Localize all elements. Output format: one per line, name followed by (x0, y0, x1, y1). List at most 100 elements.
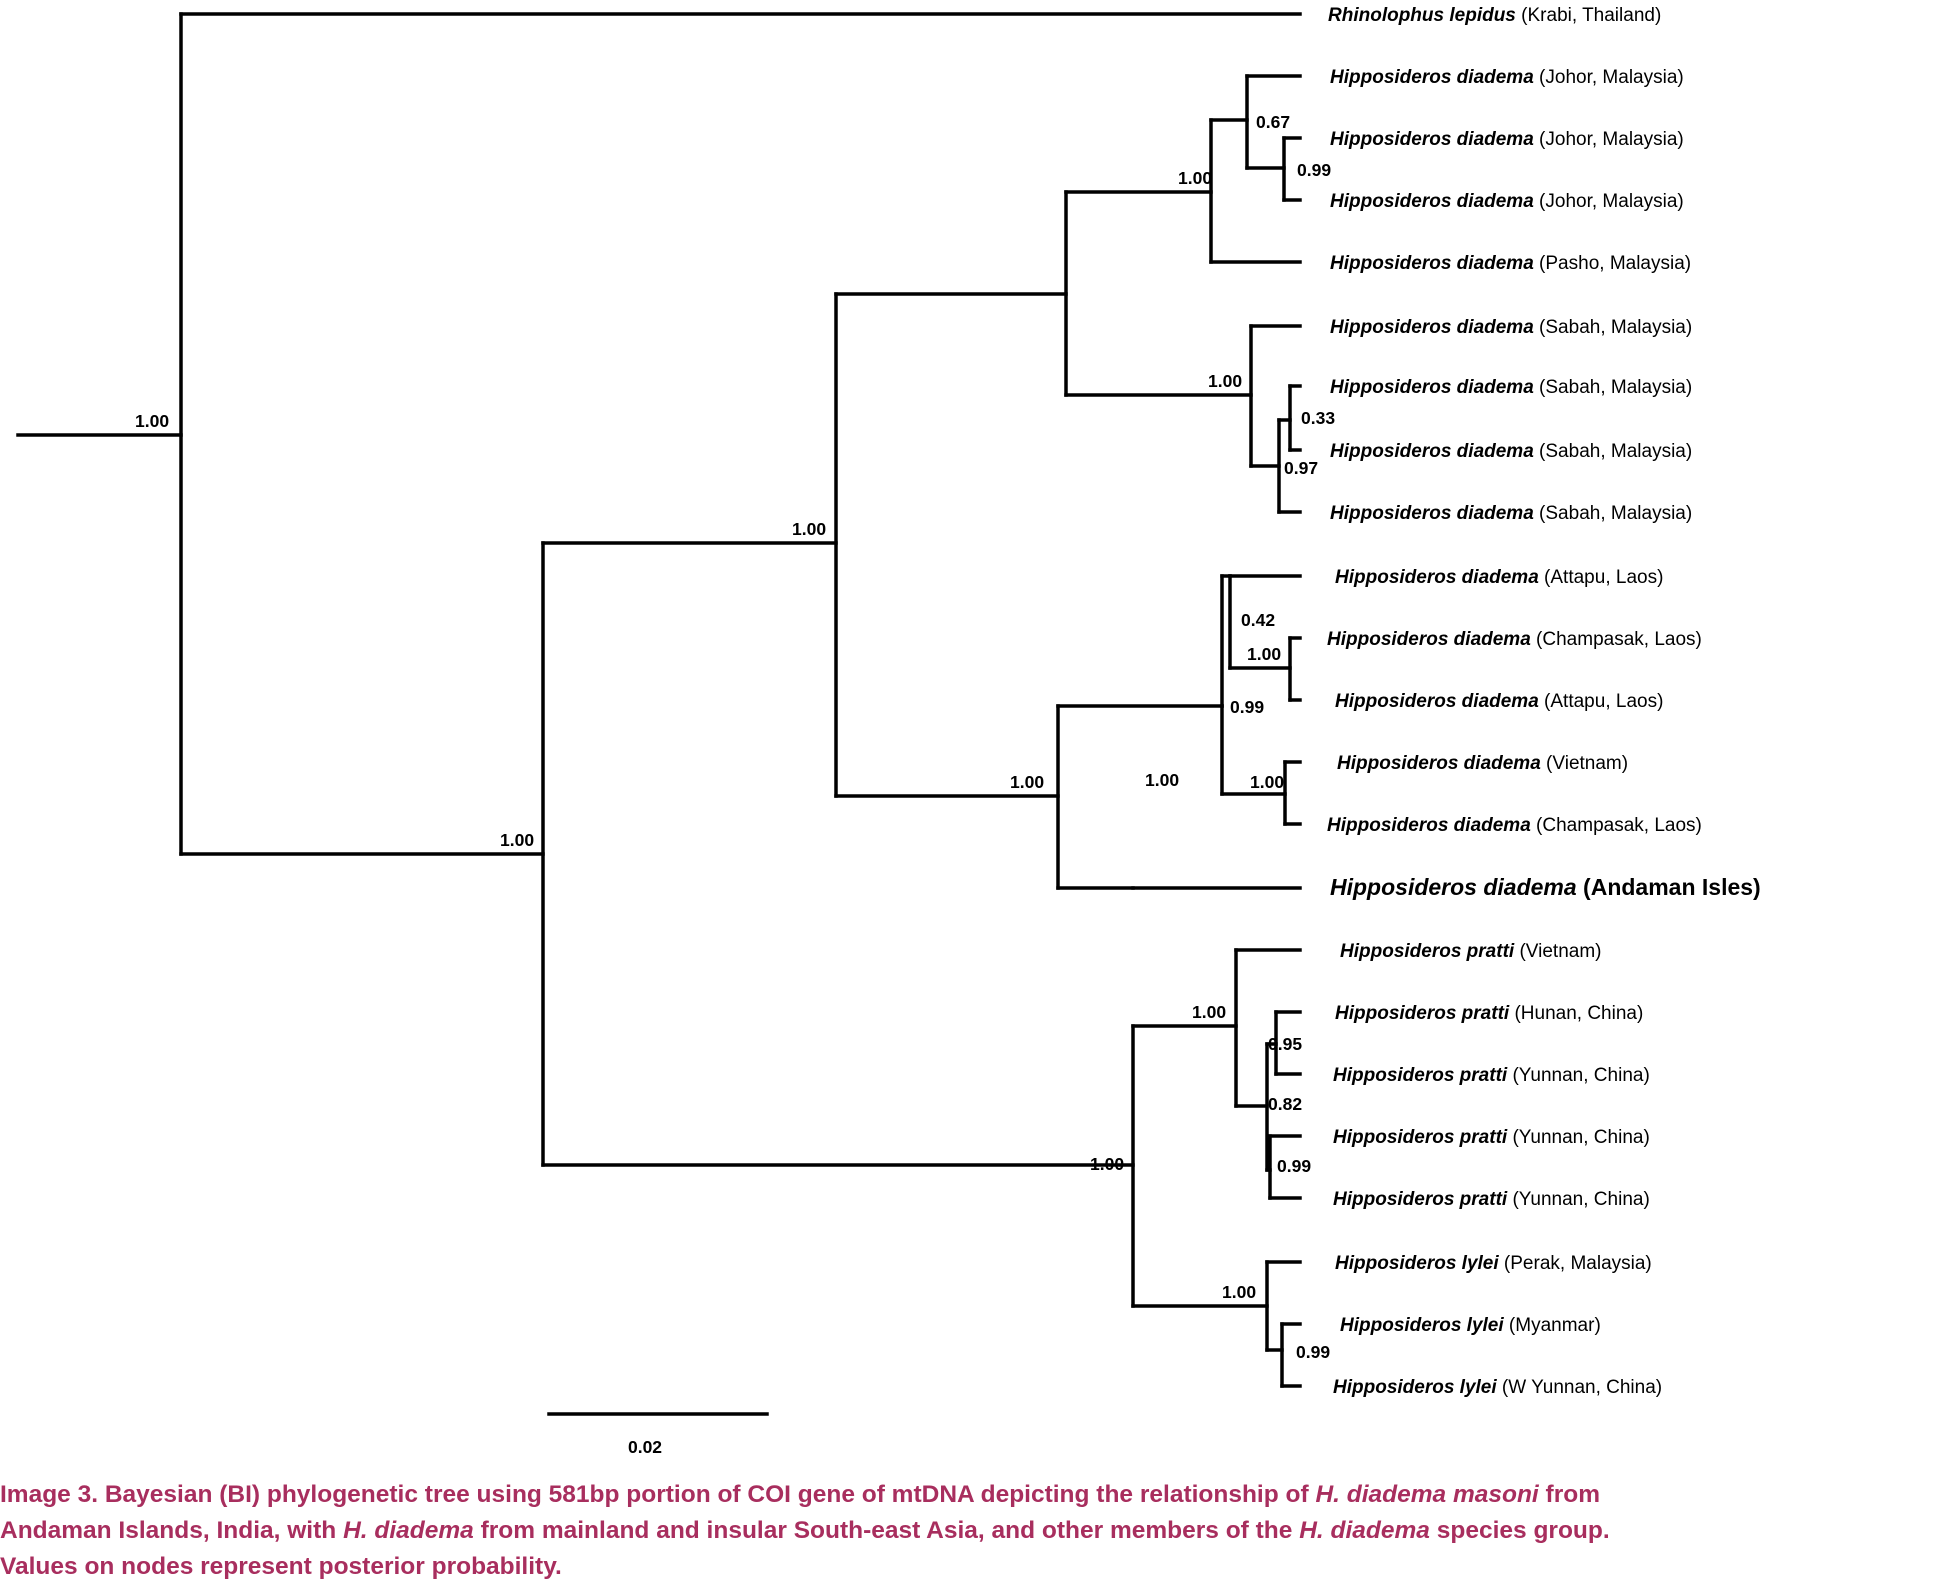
tip-label: Hipposideros pratti (Yunnan, China) (1333, 1189, 1650, 1210)
species-name: Hipposideros pratti (1333, 1189, 1508, 1210)
species-name: Hipposideros diadema (1330, 874, 1577, 900)
species-name: Hipposideros diadema (1327, 815, 1531, 836)
caption-line-2: Andaman Islands, India, with H. diadema … (0, 1513, 1948, 1549)
species-name: Rhinolophus lepidus (1328, 5, 1516, 26)
locality: (Champasak, Laos) (1531, 815, 1702, 836)
tip-label: Hipposideros diadema (Johor, Malaysia) (1330, 67, 1684, 88)
node-support-label: 1.00 (1247, 644, 1281, 664)
species-name: Hipposideros pratti (1335, 1003, 1510, 1024)
tip-label: Hipposideros lylei (Perak, Malaysia) (1335, 1253, 1652, 1274)
locality: (Perak, Malaysia) (1499, 1253, 1652, 1274)
caption-italic: H. diadema (343, 1517, 474, 1544)
caption-italic: H. diadema (1299, 1517, 1430, 1544)
caption-text: Andaman Islands, India, with (0, 1517, 344, 1544)
caption-line-1: Image 3. Bayesian (BI) phylogenetic tree… (0, 1477, 1948, 1513)
caption-text: from mainland and insular South-east Asi… (473, 1517, 1300, 1544)
node-support-label: 0.97 (1284, 458, 1318, 478)
node-support-label: 1.00 (1192, 1002, 1226, 1022)
tip-labels: Rhinolophus lepidus (Krabi, Thailand) Hip… (1327, 5, 1761, 1398)
node-support-label: 1.00 (1145, 770, 1179, 790)
species-name: Hipposideros diadema (1330, 67, 1534, 88)
node-support-label: 1.00 (792, 519, 826, 539)
node-support-label: 1.00 (135, 411, 169, 431)
tip-label: Hipposideros diadema (Champasak, Laos) (1327, 629, 1702, 650)
tip-label: Hipposideros pratti (Hunan, China) (1335, 1003, 1643, 1024)
tip-label: Hipposideros diadema (Sabah, Malaysia) (1330, 317, 1692, 338)
node-support-label: 0.95 (1268, 1034, 1302, 1054)
caption-text: species group. (1429, 1517, 1610, 1544)
figure-caption: Image 3. Bayesian (BI) phylogenetic tree… (0, 1477, 1948, 1585)
locality: (Johor, Malaysia) (1534, 129, 1684, 150)
tip-label: Hipposideros diadema (Andaman Isles) (1330, 874, 1761, 900)
species-name: Hipposideros diadema (1337, 753, 1541, 774)
node-support-label: 0.42 (1241, 610, 1275, 630)
node-support-label: 1.00 (1250, 772, 1284, 792)
locality: (Hunan, China) (1509, 1003, 1643, 1024)
scale-bar: 0.02 (547, 1412, 769, 1457)
scale-bar-label: 0.02 (628, 1437, 662, 1457)
tip-label: Hipposideros pratti (Yunnan, China) (1333, 1127, 1650, 1148)
locality: (Sabah, Malaysia) (1534, 317, 1692, 338)
species-name: Hipposideros pratti (1333, 1065, 1508, 1086)
node-support-label: 0.99 (1297, 160, 1331, 180)
tree-branches (16, 12, 1302, 1388)
locality: (Andaman Isles) (1577, 874, 1761, 900)
node-support-label: 0.33 (1301, 408, 1335, 428)
locality: (Myanmar) (1504, 1315, 1601, 1336)
locality: (Attapu, Laos) (1539, 691, 1664, 712)
locality: (Attapu, Laos) (1539, 567, 1664, 588)
locality: (Krabi, Thailand) (1516, 5, 1661, 26)
node-support-label: 1.00 (1090, 1154, 1124, 1174)
node-support-label: 0.99 (1230, 697, 1264, 717)
node-support-values: 1.00 1.00 1.00 1.00 1.00 0.67 0.99 1.00 0.33 0.97… (135, 112, 1335, 1362)
node-support-label: 1.00 (1010, 772, 1044, 792)
species-name: Hipposideros pratti (1340, 941, 1515, 962)
tip-label: Hipposideros pratti (Yunnan, China) (1333, 1065, 1650, 1086)
locality: (Johor, Malaysia) (1534, 67, 1684, 88)
locality: (Sabah, Malaysia) (1534, 377, 1692, 398)
species-name: Hipposideros diadema (1330, 503, 1534, 524)
locality: (Sabah, Malaysia) (1534, 441, 1692, 462)
species-name: Hipposideros diadema (1327, 629, 1531, 650)
species-name: Hipposideros diadema (1330, 191, 1534, 212)
species-name: Hipposideros lylei (1333, 1377, 1497, 1398)
tip-label: Hipposideros diadema (Attapu, Laos) (1335, 567, 1663, 588)
species-name: Hipposideros pratti (1333, 1127, 1508, 1148)
tip-label: Rhinolophus lepidus (Krabi, Thailand) (1328, 5, 1661, 26)
locality: (Champasak, Laos) (1531, 629, 1702, 650)
node-support-label: 1.00 (1222, 1282, 1256, 1302)
node-support-label: 0.99 (1277, 1156, 1311, 1176)
tip-label: Hipposideros diadema (Johor, Malaysia) (1330, 129, 1684, 150)
tip-label: Hipposideros diadema (Sabah, Malaysia) (1330, 377, 1692, 398)
locality: (Johor, Malaysia) (1534, 191, 1684, 212)
tip-label: Hipposideros diadema (Attapu, Laos) (1335, 691, 1663, 712)
node-support-label: 0.67 (1256, 112, 1290, 132)
species-name: Hipposideros diadema (1330, 317, 1534, 338)
tip-label: Hipposideros diadema (Pasho, Malaysia) (1330, 253, 1691, 274)
species-name: Hipposideros lylei (1340, 1315, 1504, 1336)
tip-label: Hipposideros diadema (Champasak, Laos) (1327, 815, 1702, 836)
node-support-label: 0.99 (1296, 1342, 1330, 1362)
locality: (Sabah, Malaysia) (1534, 503, 1692, 524)
species-name: Hipposideros diadema (1330, 441, 1534, 462)
tip-label: Hipposideros lylei (W Yunnan, China) (1333, 1377, 1662, 1398)
species-name: Hipposideros lylei (1335, 1253, 1499, 1274)
tip-label: Hipposideros diadema (Sabah, Malaysia) (1330, 441, 1692, 462)
tip-label: Hipposideros diadema (Johor, Malaysia) (1330, 191, 1684, 212)
phylogenetic-tree: Rhinolophus lepidus (Krabi, Thailand) Hip… (16, 5, 1761, 1457)
tip-label: Hipposideros pratti (Vietnam) (1340, 941, 1601, 962)
locality: (Pasho, Malaysia) (1534, 253, 1691, 274)
species-name: Hipposideros diadema (1330, 129, 1534, 150)
species-name: Hipposideros diadema (1330, 377, 1534, 398)
locality: (Yunnan, China) (1507, 1127, 1650, 1148)
node-support-label: 0.82 (1268, 1094, 1302, 1114)
tip-label: Hipposideros diadema (Sabah, Malaysia) (1330, 503, 1692, 524)
caption-italic: H. diadema masoni (1315, 1481, 1539, 1508)
tip-label: Hipposideros diadema (Vietnam) (1337, 753, 1628, 774)
caption-text: Image 3. Bayesian (BI) phylogenetic tree… (0, 1481, 1316, 1508)
node-support-label: 1.00 (1208, 371, 1242, 391)
species-name: Hipposideros diadema (1335, 691, 1539, 712)
node-support-label: 1.00 (500, 830, 534, 850)
caption-line-3: Values on nodes represent posterior prob… (0, 1553, 562, 1580)
species-name: Hipposideros diadema (1330, 253, 1534, 274)
